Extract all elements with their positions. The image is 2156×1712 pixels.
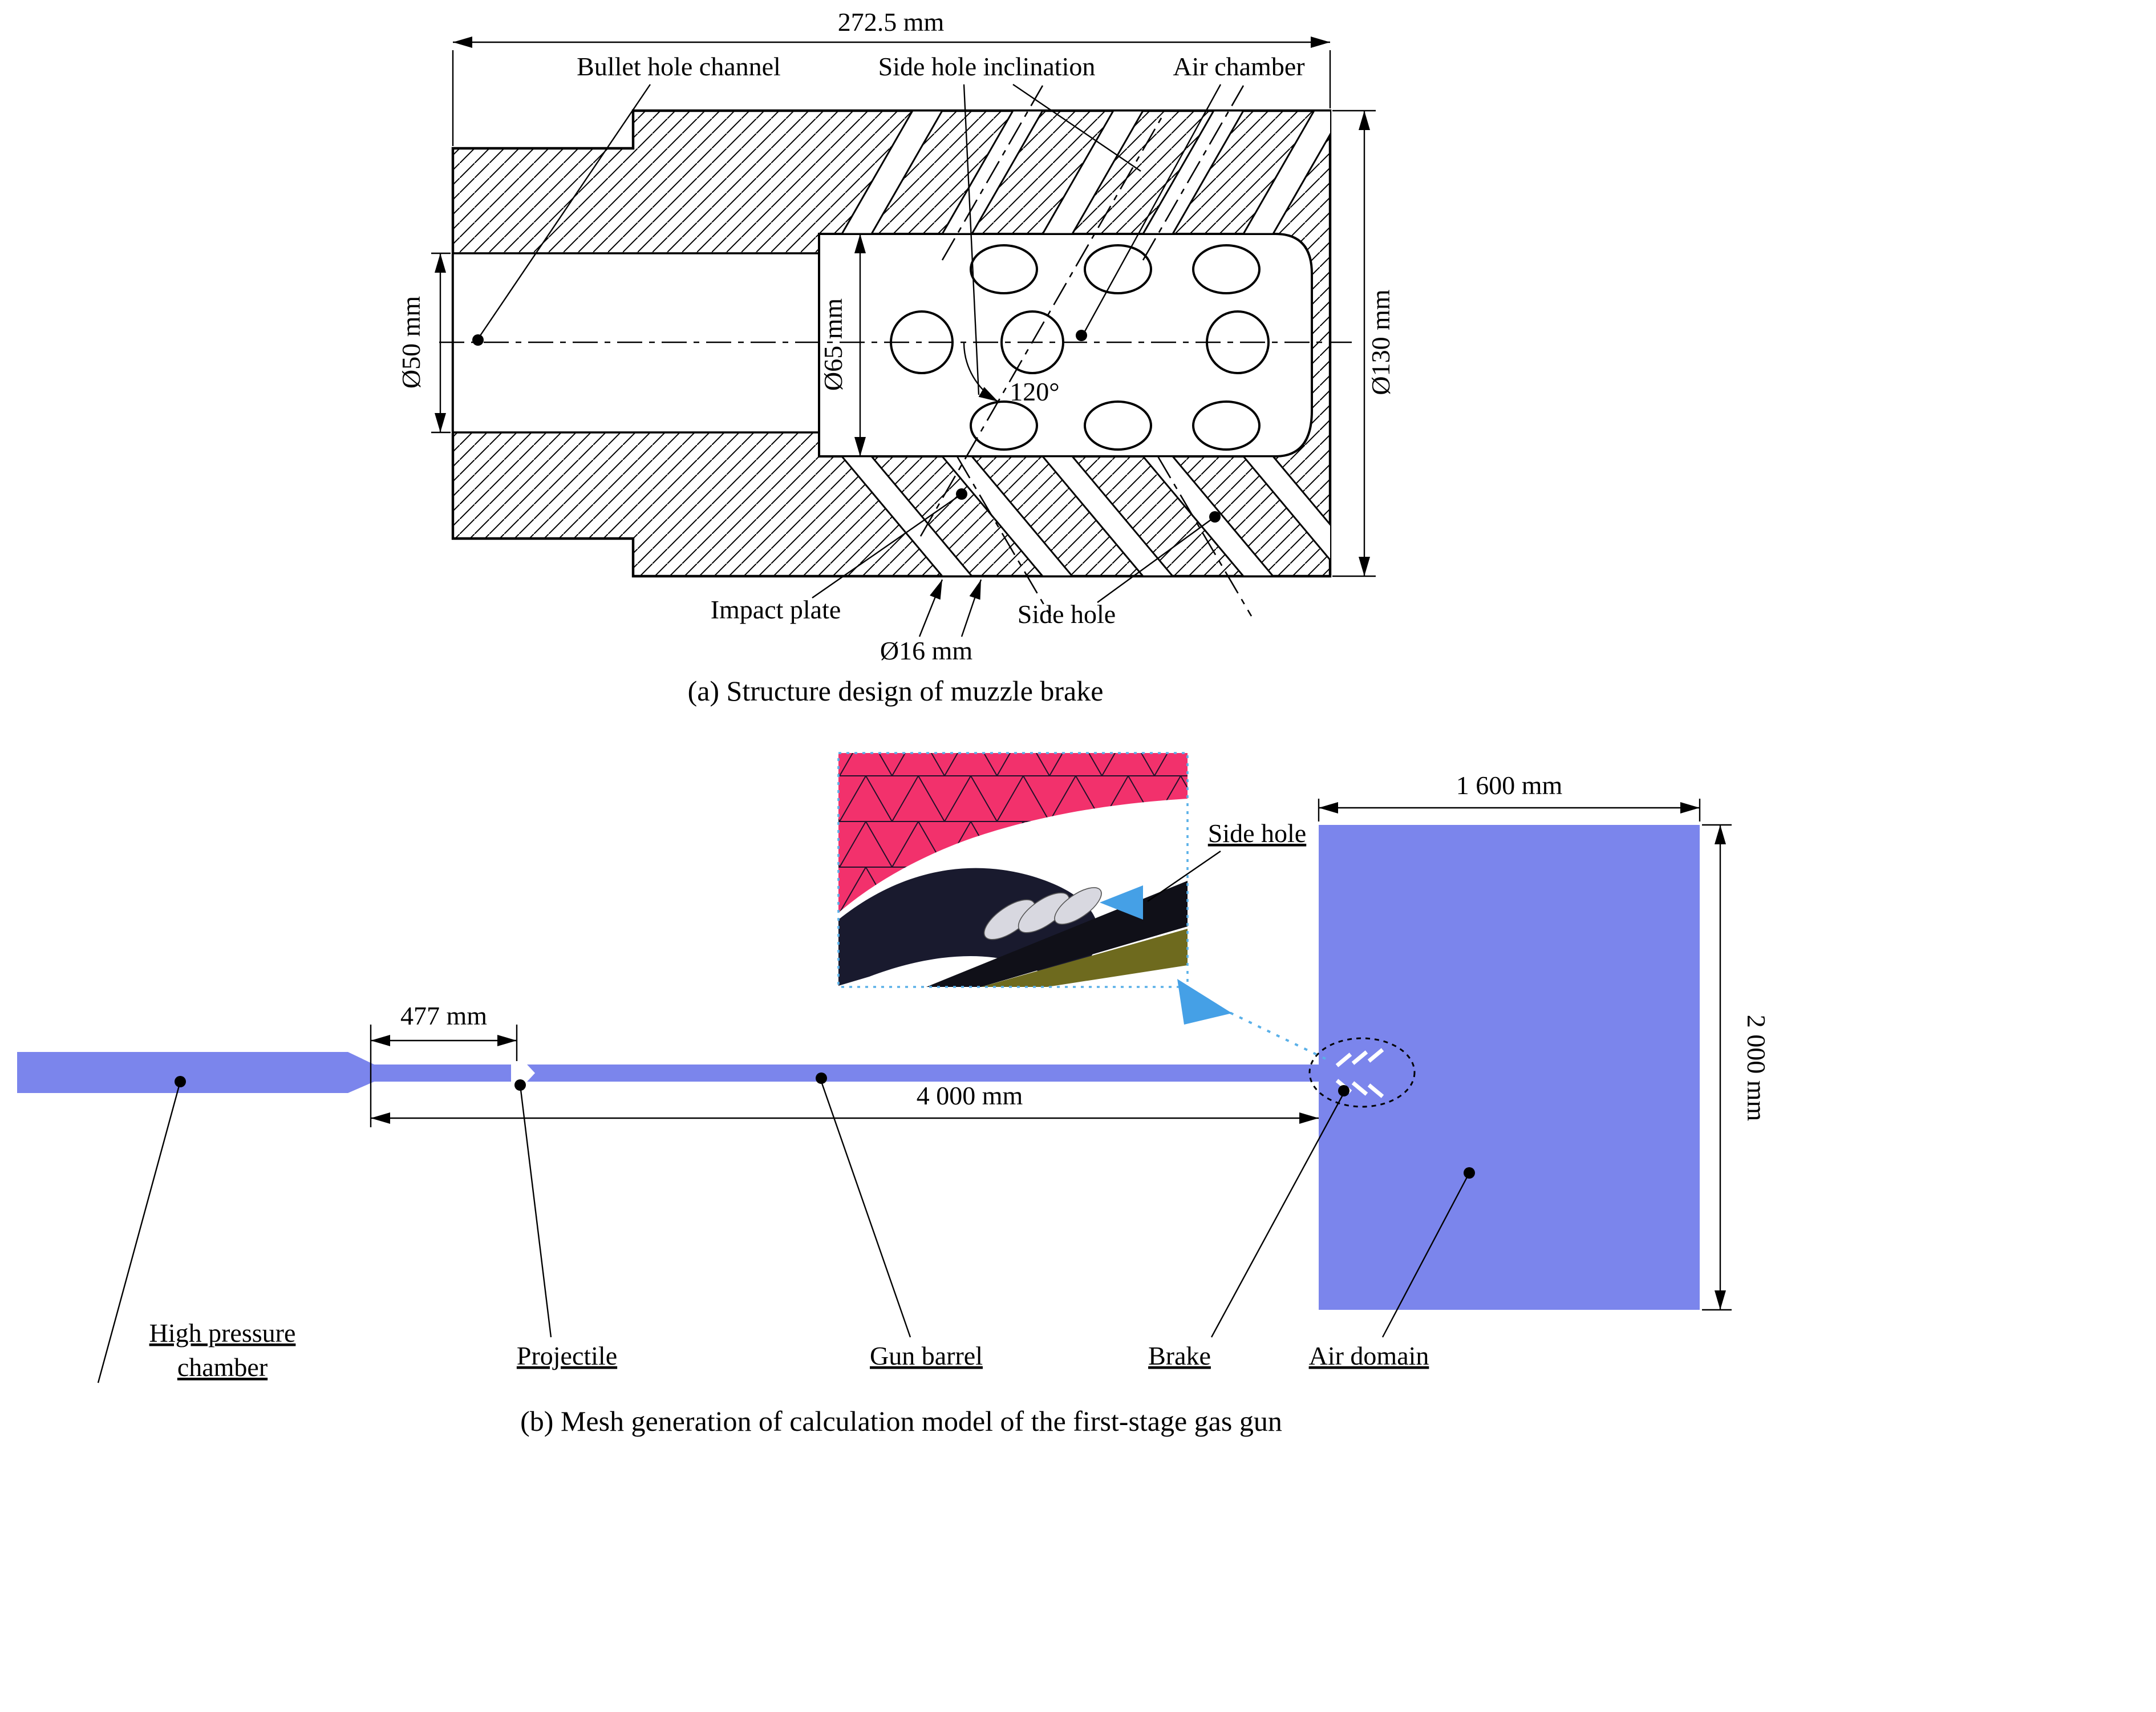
dimension-2000: 2 000 mm (1702, 824, 1771, 1311)
callouts-b: High pressure chamber Projectile Gun bar… (97, 1072, 1475, 1383)
dim-4000-label: 4 000 mm (917, 1081, 1023, 1110)
mesh-inset: Side hole (837, 752, 1326, 1060)
gas-gun-model: Side hole 477 mm 4 000 mm 1 600 mm (17, 752, 1771, 1437)
slot-axis-bottom-2 (1157, 456, 1253, 617)
high-pressure-chamber-label-2: chamber (177, 1353, 268, 1382)
inset-pink-mesh (838, 753, 1188, 913)
dimension-4000: 4 000 mm (371, 1081, 1319, 1124)
high-pressure-chamber (17, 1052, 374, 1093)
inset-connector (1193, 994, 1326, 1060)
brake-label: Brake (1148, 1341, 1211, 1370)
inset-arrow (1100, 885, 1143, 920)
side-hole-openings (890, 244, 1270, 451)
side-hole-dot (1209, 511, 1221, 523)
dim-overall-label: 272.5 mm (838, 7, 945, 37)
bullet-hole-channel-dot (472, 334, 484, 346)
side-hole-inclination-label: Side hole inclination (878, 52, 1096, 81)
gun-barrel-label: Gun barrel (870, 1341, 983, 1370)
dim-angle-label: 120° (1010, 377, 1059, 406)
inset-border (837, 752, 1189, 988)
caption-a: (a) Structure design of muzzle brake (688, 675, 1104, 707)
muzzle-brake-drawing: 272.5 mm Ø50 mm Ø65 mm Ø130 mm 120° (396, 7, 1395, 707)
brake-detail-circle (1308, 1037, 1416, 1108)
slot-axis-top-2 (1142, 85, 1245, 261)
dimension-hole: Ø16 mm (880, 579, 982, 665)
inset-connector-arrow (1177, 979, 1232, 1025)
gun-barrel-dot (816, 1072, 827, 1084)
dimension-477: 477 mm (370, 1001, 518, 1127)
caption-b: (b) Mesh generation of calculation model… (520, 1405, 1282, 1437)
air-domain-label: Air domain (1309, 1341, 1429, 1370)
high-pressure-chamber-label-1: High pressure (149, 1318, 296, 1347)
side-hole-a-label: Side hole (1018, 600, 1116, 629)
dimension-angle: 120° (963, 342, 1060, 406)
dim-477-label: 477 mm (400, 1001, 487, 1030)
dimension-outer: Ø130 mm (1332, 110, 1395, 577)
dimension-bore: Ø50 mm (396, 252, 451, 434)
dimension-1600: 1 600 mm (1318, 771, 1701, 821)
dim-2000-label: 2 000 mm (1742, 1015, 1771, 1122)
air-chamber-dot (1076, 330, 1087, 341)
projectile-label: Projectile (517, 1341, 617, 1370)
side-hole-b-label: Side hole (1208, 819, 1306, 848)
inset-hole-tubes (983, 887, 1102, 940)
air-chamber-pocket (818, 233, 1313, 458)
dim-hole-label: Ø16 mm (880, 636, 973, 665)
dim-1600-label: 1 600 mm (1456, 771, 1563, 800)
air-domain (1319, 825, 1700, 1310)
slot-axis-top-1 (941, 85, 1044, 261)
impact-plate-label: Impact plate (711, 595, 841, 624)
inset-olive-band (981, 929, 1188, 987)
side-hole-b-leader (1147, 851, 1221, 902)
air-chamber-label: Air chamber (1173, 52, 1304, 81)
dim-outer-label: Ø130 mm (1366, 289, 1395, 395)
impact-plate-dot (956, 488, 967, 500)
dimension-middle: Ø65 mm (818, 234, 866, 456)
dim-bore-label: Ø50 mm (396, 296, 425, 389)
projectile (511, 1065, 535, 1082)
slot-axis-bottom-1 (956, 456, 1052, 617)
hole-axis (919, 114, 1165, 537)
callouts-a: Bullet hole channel Side hole inclinatio… (472, 52, 1305, 629)
dimension-overall-length: 272.5 mm (452, 7, 1331, 146)
dim-middle-label: Ø65 mm (818, 298, 848, 391)
brake-dot (1338, 1085, 1349, 1096)
bullet-hole-channel-label: Bullet hole channel (577, 52, 781, 81)
